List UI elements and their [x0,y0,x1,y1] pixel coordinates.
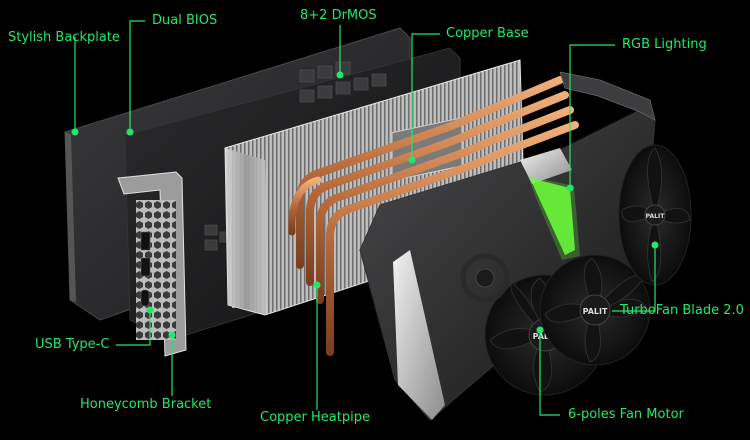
leader-rgb-lighting [569,44,615,188]
label-stylish-backplate: Stylish Backplate [8,30,120,45]
fan-left-logo: PALIT [533,332,558,341]
callout-lines [74,20,656,416]
backplate-edge [65,132,76,302]
display-port-1 [140,231,151,251]
label-turbofan-blade: TurboFan Blade 2.0 [620,303,744,318]
rgb-light-strip [530,178,575,255]
label-copper-base: Copper Base [446,26,529,41]
fan-rear-logo: PALIT [646,213,666,220]
heatsink-front-face [225,148,268,315]
fan-right-logo: PALIT [583,307,608,316]
usb-type-c-port [140,289,150,307]
leader-turbofan [612,245,656,312]
label-honeycomb-bracket: Honeycomb Bracket [80,397,212,412]
label-rgb-lighting: RGB Lighting [622,37,707,52]
fan-motor-frame [460,253,510,303]
label-copper-heatpipe: Copper Heatpipe [260,410,370,425]
shroud-silver-accent [393,250,445,420]
label-six-poles-fan-motor: 6-poles Fan Motor [568,407,684,422]
leader-fan-motor [539,330,560,416]
fan-rear-small: PALIT [618,144,692,286]
copper-heatpipes [288,76,579,356]
label-drmos: 8+2 DrMOS [300,8,377,23]
callout-dots [71,71,659,339]
leader-dual-bios [129,20,145,132]
rgb-light-glow [528,176,580,260]
leader-copper-base [411,33,440,160]
label-dual-bios: Dual BIOS [152,13,218,28]
shroud-top-ridge [559,71,656,121]
leader-usb-type-c [116,310,151,346]
shroud-silver-accent-2 [520,148,572,184]
label-usb-type-c: USB Type-C [35,337,110,352]
fan-right: PALIT [539,254,651,366]
display-port-2 [140,257,151,277]
